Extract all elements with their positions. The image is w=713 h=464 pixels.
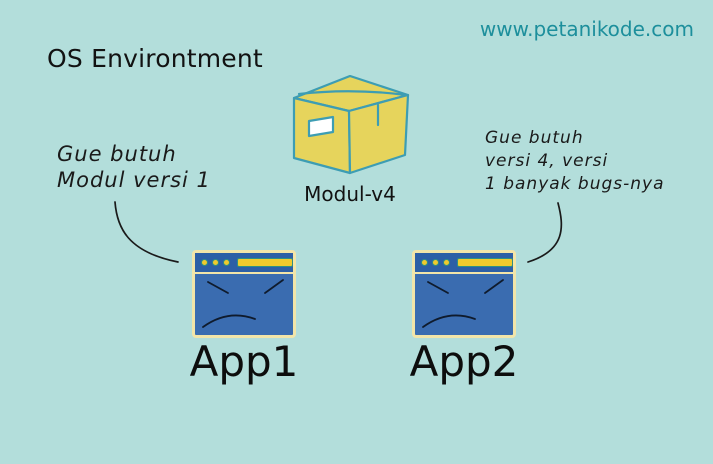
- speech-note-right: Gue butuh versi 4, versi 1 banyak bugs-n…: [485, 127, 665, 196]
- connector-curve-right: [527, 202, 563, 263]
- window-dot-icon: [443, 259, 450, 266]
- sad-face-icon: [422, 279, 504, 328]
- window-dot-icon: [432, 259, 439, 266]
- website-url: www.petanikode.com: [479, 17, 694, 41]
- app2-titlebar: [415, 253, 513, 274]
- speech-note-left: Gue butuh Modul versi 1: [57, 141, 211, 193]
- address-bar: [237, 258, 293, 267]
- window-dot-icon: [201, 259, 208, 266]
- window-dot-icon: [421, 259, 428, 266]
- module-label: Modul-v4: [304, 182, 396, 206]
- connector-curve-left: [114, 201, 179, 263]
- app1-body: [195, 274, 293, 333]
- window-dot-icon: [223, 259, 230, 266]
- note-line: 1 banyak bugs-nya: [485, 174, 665, 194]
- app1-label: App1: [189, 337, 299, 386]
- note-line: versi 4, versi: [485, 151, 609, 171]
- sad-face-icon: [202, 279, 284, 328]
- page-title: OS Environtment: [47, 44, 263, 73]
- window-dot-icon: [212, 259, 219, 266]
- app1-titlebar: [195, 253, 293, 274]
- note-line: Modul versi 1: [57, 168, 211, 192]
- app2-body: [415, 274, 513, 333]
- app2-label: App2: [409, 337, 519, 386]
- package-box-icon: [292, 75, 410, 175]
- note-line: Gue butuh: [57, 142, 177, 166]
- app2-window: [412, 250, 516, 338]
- app1-window: [192, 250, 296, 338]
- address-bar: [457, 258, 513, 267]
- note-line: Gue butuh: [485, 128, 584, 148]
